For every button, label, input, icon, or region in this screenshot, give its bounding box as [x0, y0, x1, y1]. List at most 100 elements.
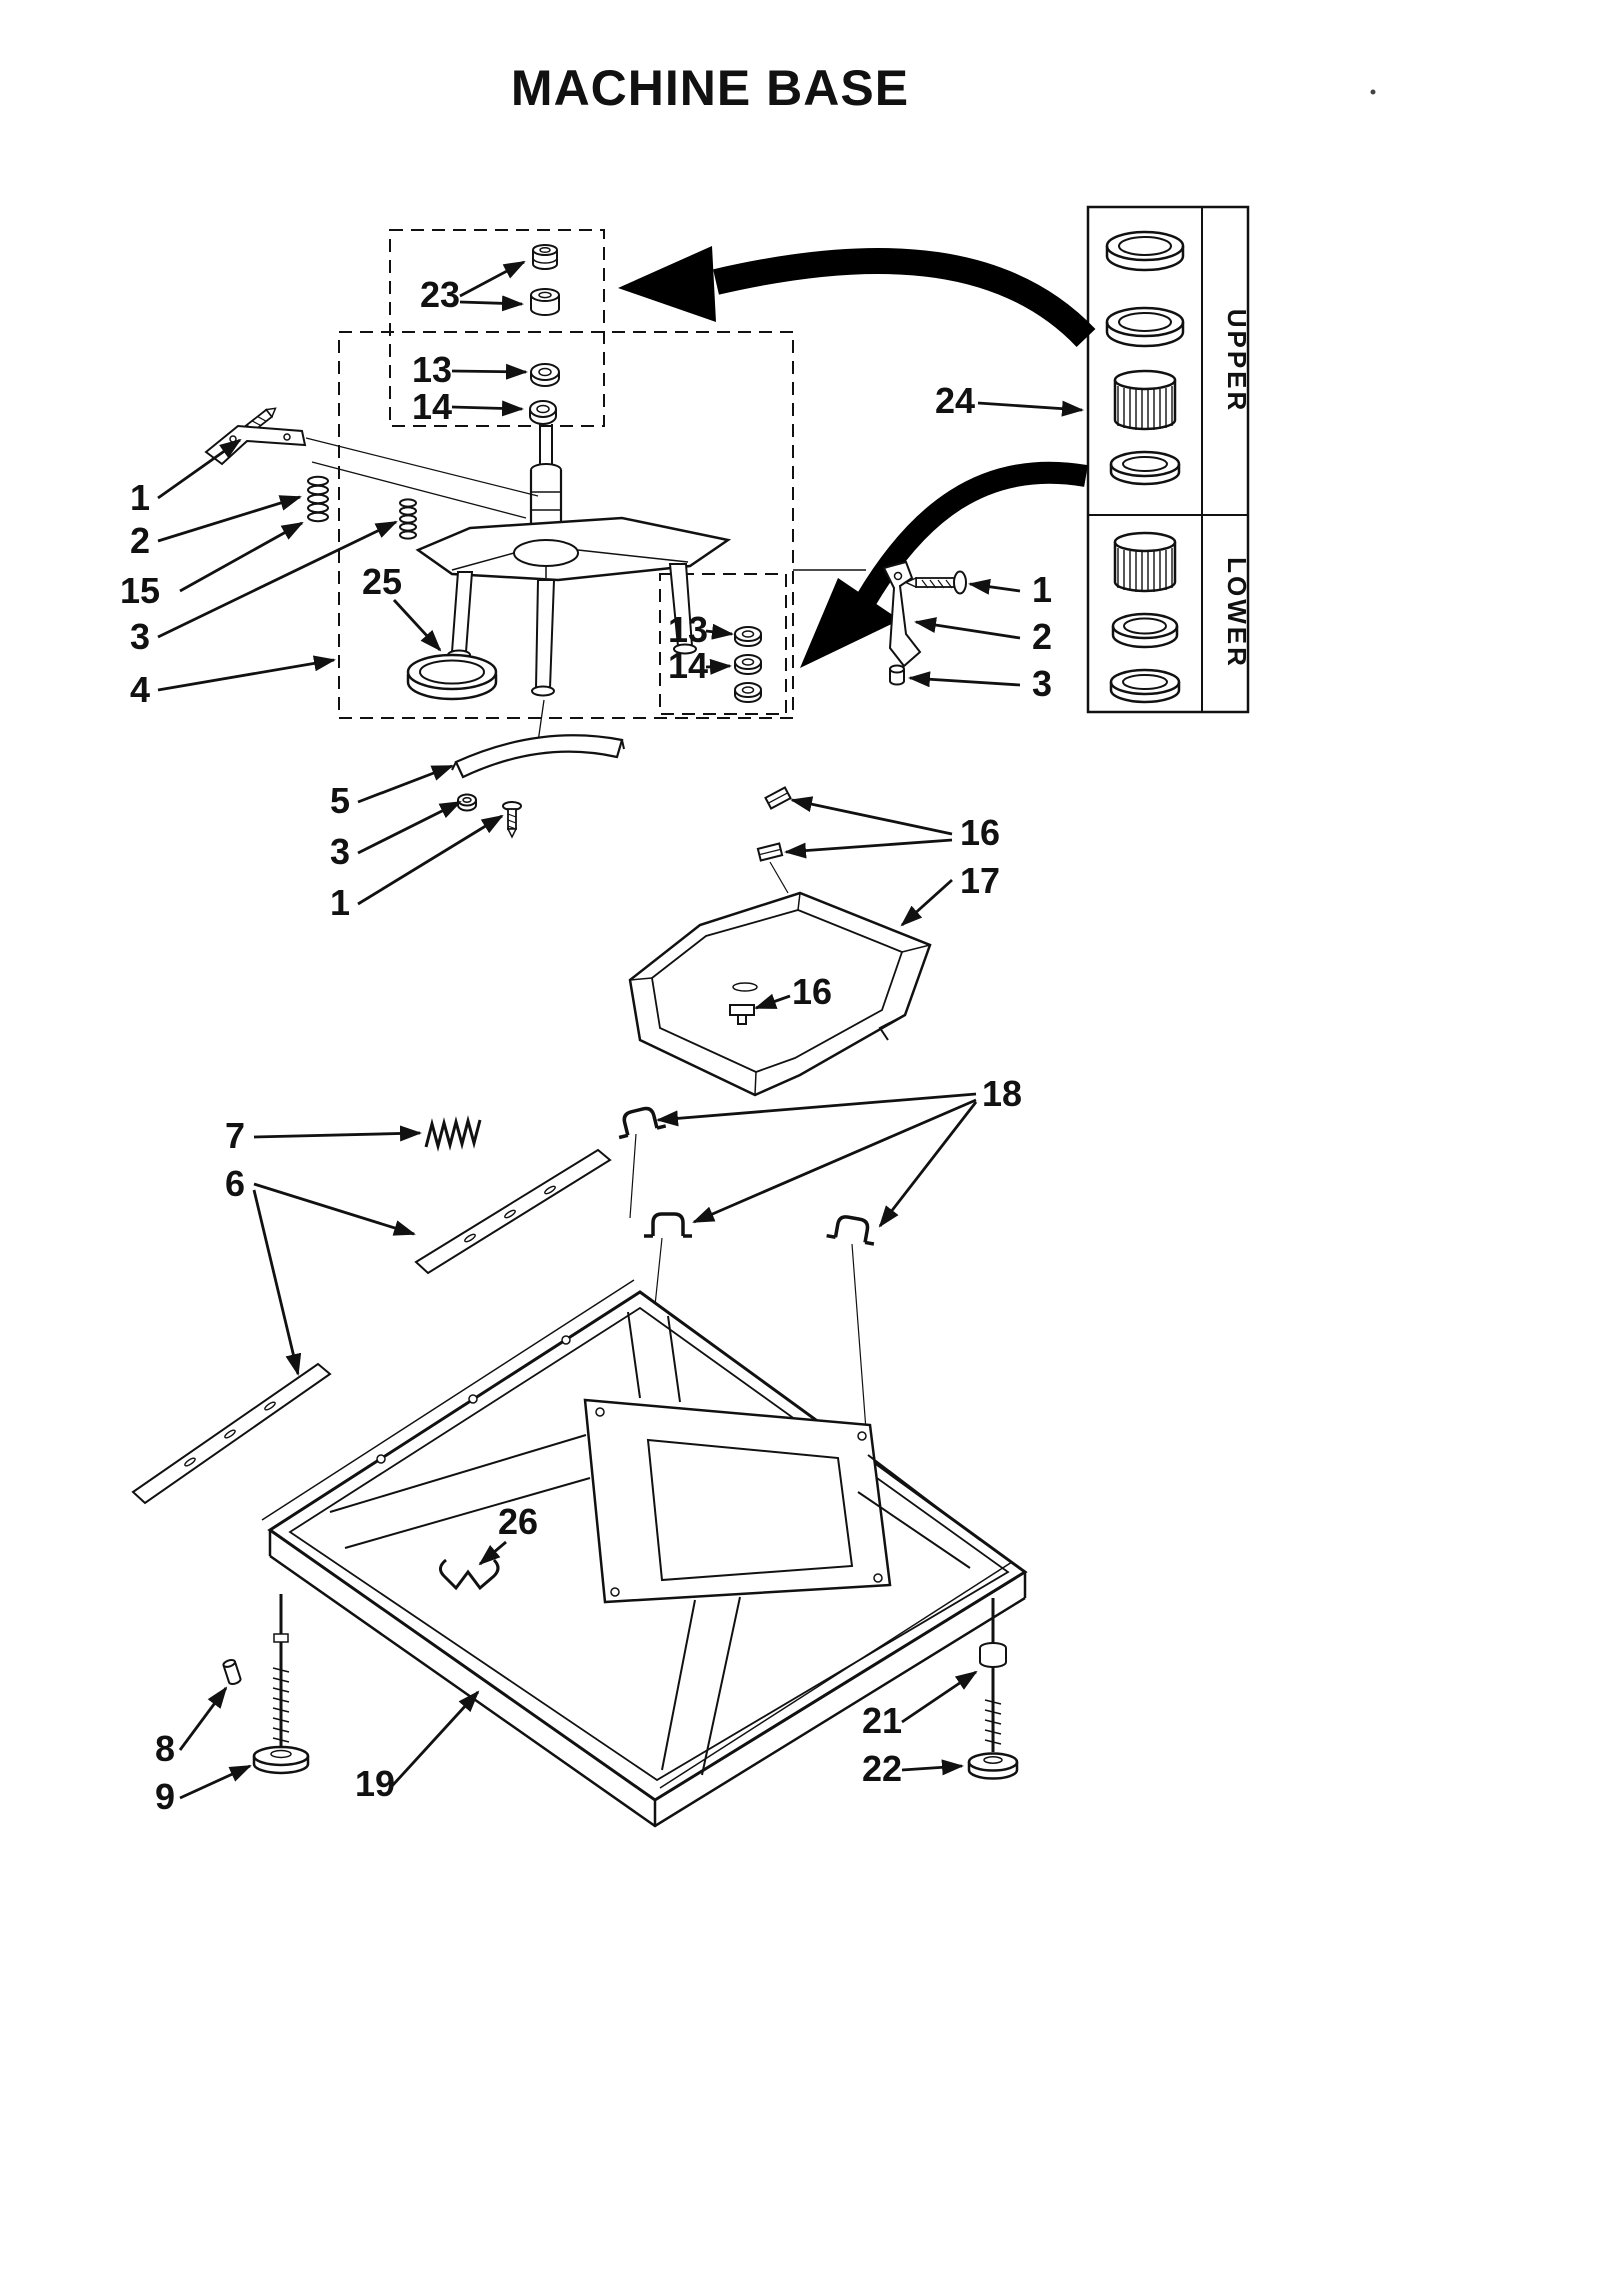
leader	[157, 655, 336, 692]
spring-left-a	[307, 475, 329, 523]
scan-artifact-dot	[1370, 89, 1376, 95]
callout-7: 7	[225, 1115, 245, 1156]
flat-ring-lower	[1109, 668, 1181, 704]
leader	[968, 578, 1021, 595]
callout-24: 24	[935, 380, 975, 421]
callout-16-b: 16	[792, 971, 832, 1012]
callout-2-topleft: 2	[130, 520, 150, 561]
leader	[357, 800, 462, 855]
lower-section-label: LOWER	[1222, 557, 1252, 669]
leader	[790, 796, 953, 836]
leader	[900, 878, 953, 927]
callout-19: 19	[355, 1763, 395, 1804]
leader	[459, 260, 526, 298]
callout-labels: 1 2 15 3 4 23 13 14 25 13 14 1 2 3 24 5 …	[120, 274, 1052, 1817]
leader	[157, 495, 302, 543]
callout-14-mid: 14	[668, 645, 708, 686]
hold-down-clamp-a	[618, 1106, 667, 1140]
leader	[878, 1101, 978, 1228]
pointer-line	[769, 861, 789, 894]
leader	[784, 838, 953, 859]
callout-9: 9	[155, 1776, 175, 1817]
bearing-kit-box: UPPER LOWER	[1086, 205, 1252, 714]
brace-bracket	[451, 734, 625, 779]
slide-rail-lower	[131, 1362, 332, 1505]
callout-23: 23	[420, 274, 460, 315]
splined-sleeve-lower	[1113, 531, 1177, 593]
leader	[908, 671, 1021, 688]
leader	[451, 400, 524, 417]
spring-left-b	[399, 498, 417, 540]
nut-top	[529, 400, 557, 425]
bearing-ring-upper-2	[1105, 306, 1185, 348]
leader	[252, 1189, 302, 1376]
callout-15: 15	[120, 570, 160, 611]
callout-21: 21	[862, 1700, 902, 1741]
washer-top	[530, 363, 560, 387]
leader	[253, 1182, 416, 1236]
callout-3-right: 3	[1032, 663, 1052, 704]
slide-rail-upper	[414, 1148, 612, 1275]
grommet-mid	[457, 793, 477, 812]
leader-lines	[157, 260, 1084, 1800]
leader	[478, 1540, 507, 1566]
leader	[157, 520, 398, 639]
bearing-ring-lower	[1111, 612, 1179, 649]
bracket-screw-right	[904, 570, 967, 595]
callout-25: 25	[362, 561, 402, 602]
callout-13-top: 13	[412, 349, 452, 390]
pointer-line	[305, 437, 539, 497]
flat-ring-upper	[1109, 450, 1181, 486]
callout-8: 8	[155, 1728, 175, 1769]
tub-seal-ring	[406, 653, 498, 701]
leader	[901, 1670, 978, 1724]
callout-1-mid: 1	[330, 882, 350, 923]
leader	[705, 658, 732, 675]
thrust-spacer-upper	[532, 244, 558, 270]
pointer-line	[311, 461, 527, 519]
callout-22: 22	[862, 1748, 902, 1789]
spacer-sleeve-left	[222, 1659, 242, 1685]
upper-section-label: UPPER	[1222, 309, 1252, 414]
leader	[459, 295, 524, 312]
screw-mid	[502, 801, 522, 839]
callout-13-mid: 13	[668, 609, 708, 650]
callout-26: 26	[498, 1501, 538, 1542]
hold-down-clamp-b	[644, 1212, 692, 1238]
callout-17: 17	[960, 860, 1000, 901]
callout-1-topleft: 1	[130, 477, 150, 518]
leader	[357, 764, 454, 804]
leader	[451, 363, 528, 380]
leader	[157, 438, 242, 500]
leader	[754, 993, 791, 1010]
callout-4: 4	[130, 669, 150, 710]
splined-sleeve-upper	[1113, 369, 1177, 431]
leader	[392, 599, 442, 652]
callout-14-top: 14	[412, 386, 452, 427]
machine-platform	[628, 891, 932, 1097]
bearing-ring-upper-1	[1105, 230, 1185, 272]
leader	[357, 814, 504, 906]
callout-6: 6	[225, 1163, 245, 1204]
leader	[179, 521, 304, 593]
leader	[901, 1759, 964, 1776]
callout-3-topleft: 3	[130, 616, 150, 657]
callout-1-right: 1	[1032, 569, 1052, 610]
retainer-clip-b	[756, 842, 784, 862]
callout-16-a: 16	[960, 812, 1000, 853]
diagram-title: MACHINE BASE	[511, 60, 909, 116]
thrust-spacer-lower	[530, 288, 560, 316]
callout-3-mid: 3	[330, 831, 350, 872]
leader	[977, 400, 1084, 417]
washer-stack-mid	[734, 626, 762, 703]
leader	[705, 623, 734, 640]
pointer-line	[629, 1133, 637, 1219]
callout-2-right: 2	[1032, 616, 1052, 657]
retainer-clip-c	[729, 1004, 755, 1025]
bracket-stud-right	[889, 664, 905, 686]
leader	[914, 617, 1021, 640]
callout-5: 5	[330, 780, 350, 821]
leader	[253, 1125, 422, 1142]
